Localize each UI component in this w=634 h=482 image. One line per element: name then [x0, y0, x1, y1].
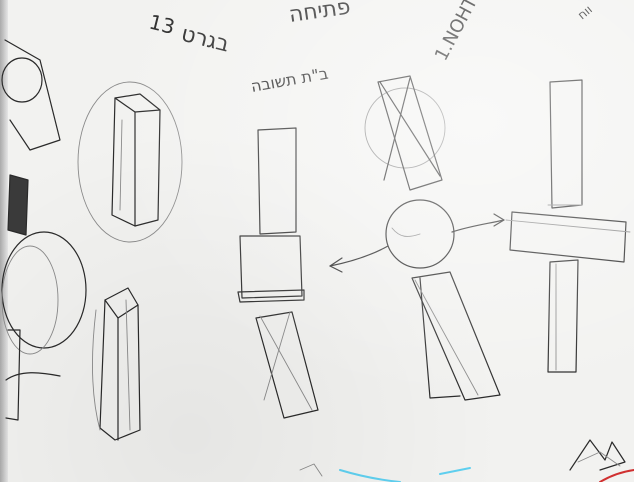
handwriting-line-2: פתיחה: [287, 0, 352, 28]
left-edge-drawing: [2, 40, 86, 420]
right-assembly: [506, 80, 630, 372]
middle-assembly: [238, 128, 318, 418]
handwriting-far-right: ווח: [575, 2, 595, 22]
sphere-assembly: [330, 76, 504, 400]
handwriting-number: 13: [147, 10, 178, 39]
handwriting-top: 13 בגרט פתיחה ב"ת תשובה 1.NOHT ווח: [147, 0, 595, 96]
bottom-right-scribble: [570, 440, 625, 470]
handwriting-line-1: בגרט: [179, 22, 232, 58]
prism-in-circle: [78, 82, 182, 242]
prism-bottom-left: [93, 288, 140, 440]
handwriting-rotated: 1.NOHT: [431, 0, 483, 64]
bottom-color-strokes: [300, 464, 634, 482]
handwriting-line-3: ב"ת תשובה: [249, 64, 329, 96]
